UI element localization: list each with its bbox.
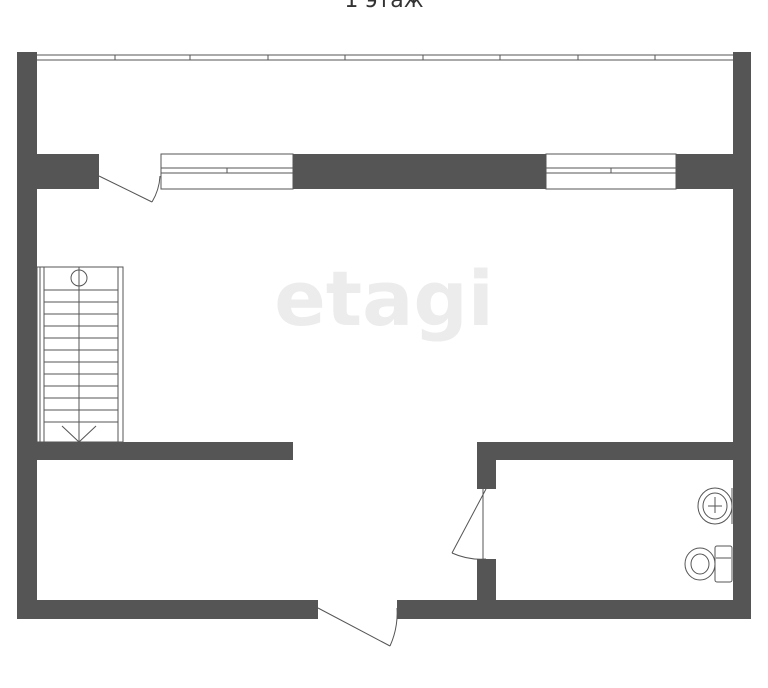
- watermark: etagi: [274, 254, 494, 343]
- right-wall-upper: [733, 52, 751, 445]
- inner-wall-left: [37, 154, 99, 189]
- inner-wall-middle: [293, 154, 546, 189]
- right-wall-lower: [733, 442, 751, 619]
- balcony-door: [98, 175, 161, 203]
- floor-title: 1 этаж: [344, 0, 424, 13]
- sink-icon: [697, 487, 733, 525]
- bottom-wall-right: [397, 600, 751, 619]
- inner-wall-right: [676, 154, 733, 189]
- entrance-door: [317, 607, 398, 647]
- left-wall: [17, 52, 37, 619]
- bathroom-wall-upper: [477, 460, 496, 489]
- middle-wall-right: [477, 442, 733, 460]
- bottom-wall-left: [17, 600, 318, 619]
- toilet-icon: [684, 545, 733, 583]
- staircase: [36, 266, 124, 443]
- inner-window-left: [160, 153, 294, 190]
- inner-window-right: [545, 153, 677, 190]
- middle-wall-left: [37, 442, 293, 460]
- bathroom-door: [451, 488, 487, 560]
- top-window: [37, 54, 733, 61]
